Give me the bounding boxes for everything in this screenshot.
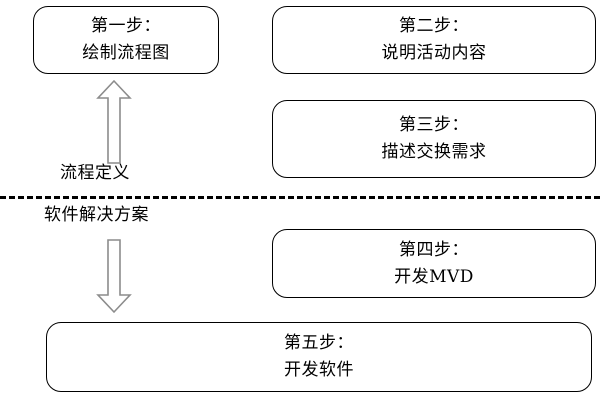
step-1-detail: 绘制流程图 <box>82 43 170 63</box>
step-box-1[interactable]: 第一步： 绘制流程图 <box>33 6 219 74</box>
step-3-detail: 描述交换需求 <box>381 142 487 162</box>
step-box-4[interactable]: 第四步： 开发MVD <box>272 229 596 298</box>
step-5-detail: 开发软件 <box>284 360 354 380</box>
step-4-title: 第四步： <box>399 239 469 260</box>
step-1-title: 第一步： <box>91 16 161 36</box>
step-box-3[interactable]: 第三步： 描述交换需求 <box>272 100 596 178</box>
step-2-detail: 说明活动内容 <box>381 43 487 63</box>
step-box-2[interactable]: 第二步： 说明活动内容 <box>272 6 596 74</box>
step-5-title: 第五步： <box>284 333 354 353</box>
step-2-title: 第二步： <box>399 16 469 36</box>
label-process-definition: 流程定义 <box>60 163 130 183</box>
step-3-title: 第三步： <box>399 115 469 135</box>
label-software-solution: 软件解决方案 <box>44 205 149 225</box>
step-4-detail: 开发MVD <box>394 266 474 287</box>
arrow-down-icon <box>96 239 132 314</box>
step-box-5[interactable]: 第五步： 开发软件 <box>46 322 592 392</box>
arrow-up-icon <box>96 79 132 164</box>
section-divider-dashed <box>0 196 600 199</box>
